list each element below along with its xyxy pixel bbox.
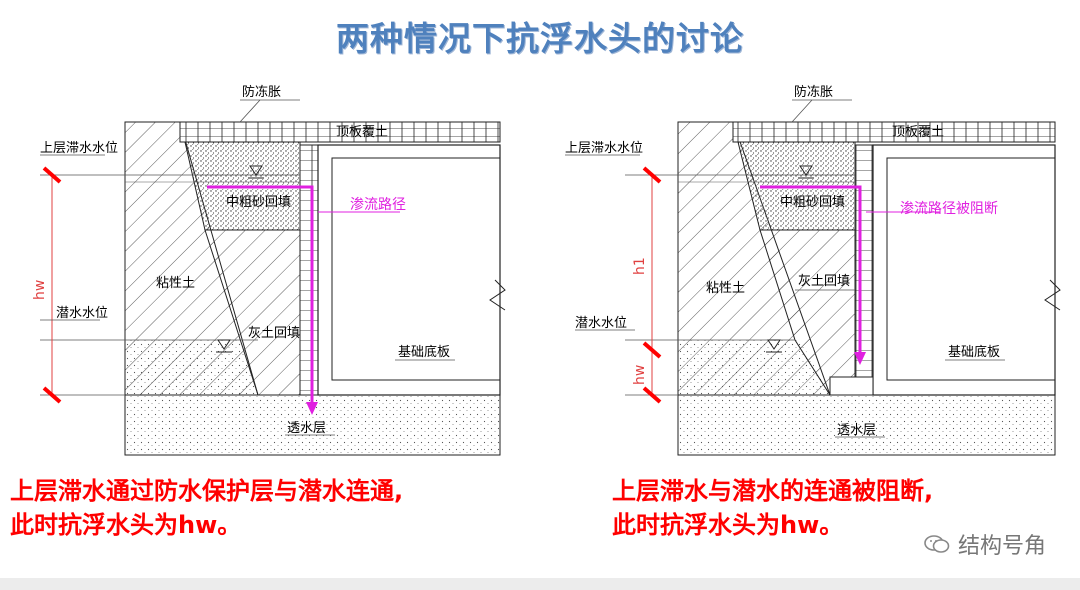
right-label-permeable: 透水层 — [837, 423, 876, 438]
right-seepage-path — [760, 185, 862, 360]
left-label-sand-fill: 中粗砂回填 — [226, 195, 291, 210]
right-dim-label-hw: hw — [632, 365, 648, 385]
right-water-symbol-bottom — [766, 339, 782, 353]
left-diagram: 防冻胀 顶板覆土 上层滞水水位 中粗砂回填 渗流路径 粘性土 灰土回填 潜水水位… — [32, 84, 506, 456]
left-label-clay: 粘性土 — [156, 276, 195, 291]
left-caption: 上层滞水通过防水保护层与潜水连通, 此时抗浮水头为hw。 — [10, 474, 403, 542]
left-caption-line-1: 上层滞水通过防水保护层与潜水连通, — [10, 477, 404, 505]
left-dim-label: hw — [32, 280, 48, 300]
left-water-symbol-top — [248, 165, 264, 179]
page-title: 两种情况下抗浮水头的讨论 — [336, 19, 744, 58]
right-label-frost: 防冻胀 — [794, 84, 833, 100]
right-caption: 上层滞水与潜水的连通被阻断, 此时抗浮水头为hw。 — [612, 474, 933, 542]
left-label-phreatic-level: 潜水水位 — [56, 306, 108, 321]
right-label-phreatic-level: 潜水水位 — [575, 316, 627, 331]
left-label-seepage: 渗流路径 — [350, 197, 406, 213]
left-water-symbol-bottom — [216, 339, 232, 353]
left-brick-wall — [299, 144, 319, 396]
left-seepage-path — [207, 185, 314, 410]
right-label-perched-level: 上层滞水水位 — [565, 141, 643, 156]
watermark-text: 结构号角 — [957, 534, 1046, 559]
right-label-base-slab: 基础底板 — [948, 344, 1000, 360]
left-label-base-slab: 基础底板 — [398, 344, 450, 360]
left-label-frost: 防冻胀 — [242, 84, 281, 100]
left-caption-line-2: 此时抗浮水头为hw。 — [10, 511, 242, 539]
left-label-perched-level: 上层滞水水位 — [40, 141, 118, 156]
right-label-seepage: 渗流路径被阻断 — [900, 201, 998, 217]
right-structure — [872, 144, 1056, 396]
left-structure — [317, 144, 501, 396]
right-label-lime-fill: 灰土回填 — [798, 274, 850, 289]
right-phreatic-zone — [678, 340, 830, 395]
right-dim-label-h1: h1 — [632, 257, 648, 275]
right-frost-layer — [732, 121, 1056, 143]
right-permeable-layer — [677, 394, 1056, 456]
left-label-roof-soil: 顶板覆土 — [336, 125, 388, 140]
right-label-clay: 粘性土 — [706, 281, 745, 296]
right-diagram: 防冻胀 顶板覆土 上层滞水水位 中粗砂回填 渗流路径被阻断 灰土回填 粘性土 潜… — [565, 84, 1061, 456]
right-label-sand-fill: 中粗砂回填 — [780, 195, 845, 210]
wechat-icon — [924, 535, 950, 553]
right-caption-line-1: 上层滞水与潜水的连通被阻断, — [612, 477, 934, 505]
left-label-lime-fill: 灰土回填 — [248, 326, 300, 341]
right-brick-wall — [854, 144, 874, 378]
right-water-symbol-top — [798, 165, 814, 179]
left-label-permeable: 透水层 — [287, 421, 326, 436]
right-caption-line-2: 此时抗浮水头为hw。 — [612, 511, 844, 539]
watermark: 结构号角 — [924, 528, 1046, 560]
left-frost-layer — [179, 121, 501, 143]
right-label-roof-soil: 顶板覆土 — [892, 125, 944, 140]
bottom-bar — [0, 578, 1080, 590]
